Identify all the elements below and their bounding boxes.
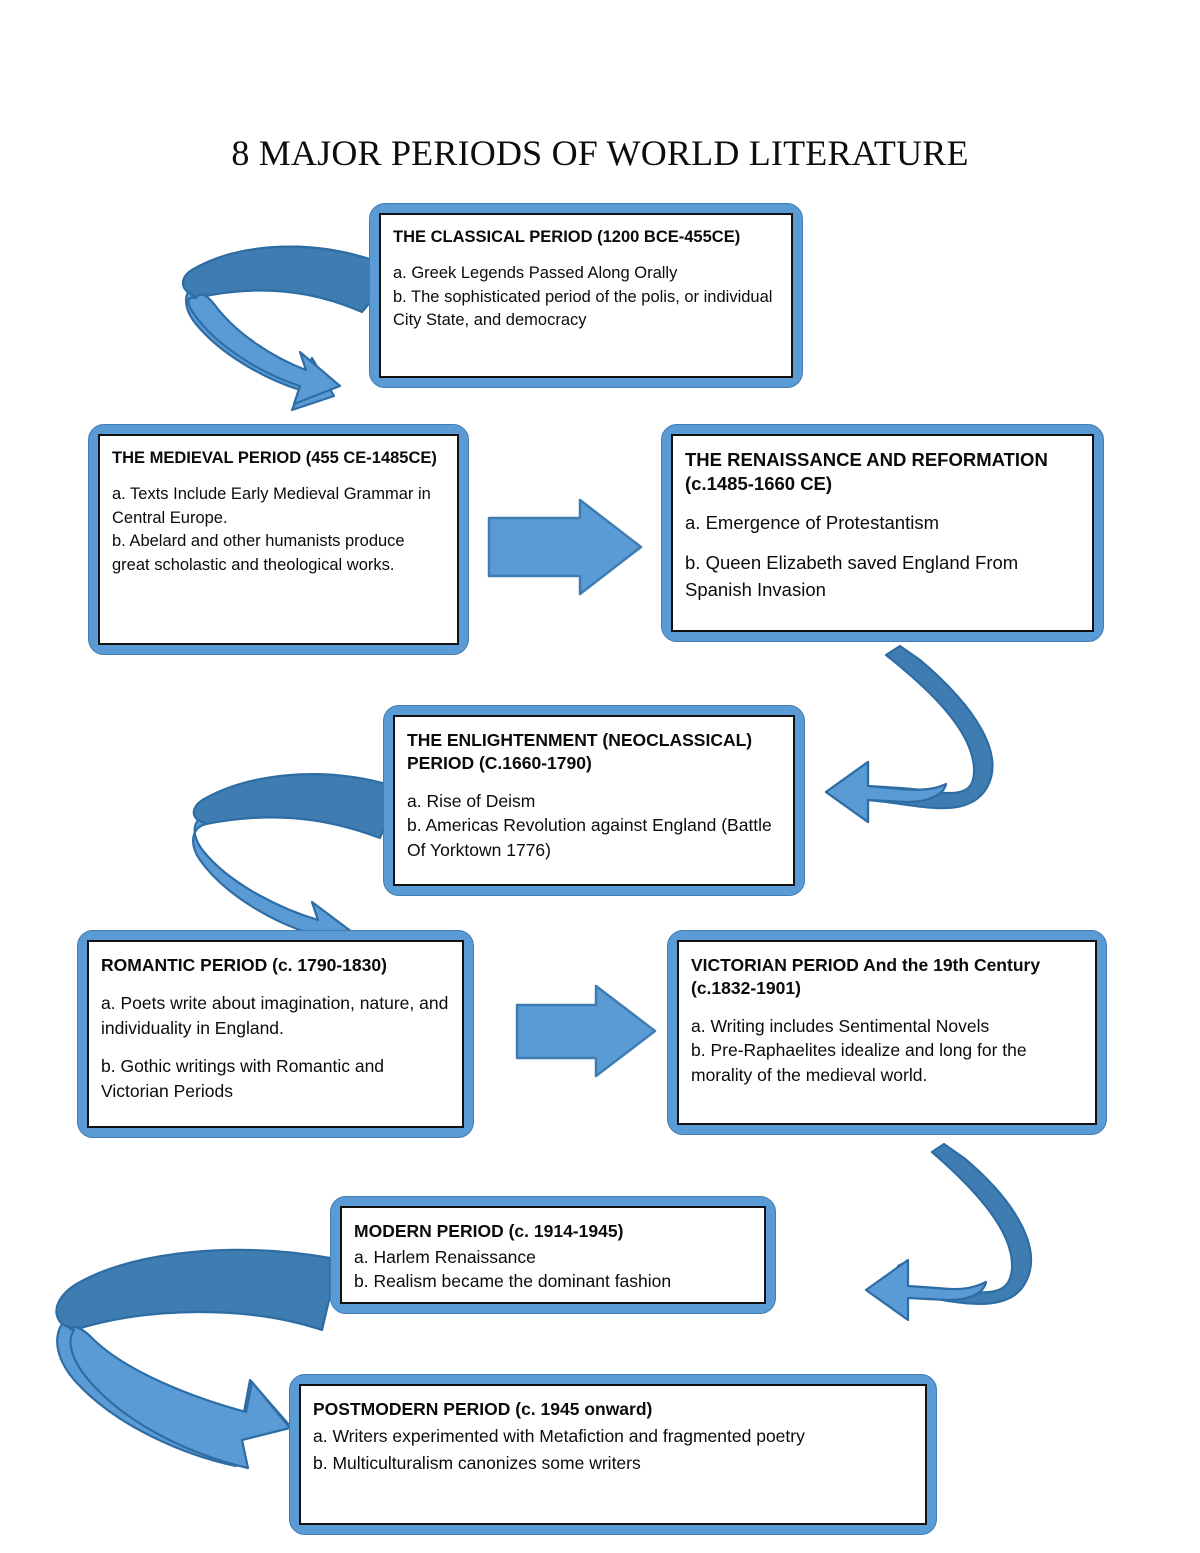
node-item: a. Rise of Deism xyxy=(407,790,536,811)
node-panel: ROMANTIC PERIOD (c. 1790-1830) a. Poets … xyxy=(87,940,464,1128)
node-panel: VICTORIAN PERIOD And the 19th Century (c… xyxy=(677,940,1097,1125)
node-panel: THE CLASSICAL PERIOD (1200 BCE-455CE) a.… xyxy=(379,213,793,378)
node-renaissance-reformation[interactable]: THE RENAISSANCE AND REFORMATION (c.1485-… xyxy=(661,424,1104,642)
node-item: a. Texts Include Early Medieval Grammar … xyxy=(112,485,431,527)
node-heading: THE MEDIEVAL PERIOD (455 CE-1485CE) xyxy=(112,449,437,467)
node-item: b. Multiculturalism canonizes some write… xyxy=(313,1452,641,1473)
arrow-victorian-to-modern xyxy=(864,1142,1032,1322)
node-body: a. Poets write about imagination, nature… xyxy=(101,991,450,1104)
node-item: a. Emergence of Protestantism xyxy=(685,512,939,534)
node-body: a. Harlem Renaissance b. Realism became … xyxy=(354,1245,752,1294)
node-heading: THE RENAISSANCE AND REFORMATION (c.1485-… xyxy=(685,449,1048,495)
node-item: b. Abelard and other humanists produce g… xyxy=(112,532,405,574)
node-classical-period[interactable]: THE CLASSICAL PERIOD (1200 BCE-455CE) a.… xyxy=(369,203,803,388)
arrow-medieval-to-renaissance xyxy=(487,498,643,596)
node-item: b. Gothic writings with Romantic and Vic… xyxy=(101,1056,385,1102)
node-item: b. The sophisticated period of the polis… xyxy=(393,287,773,330)
node-panel: THE RENAISSANCE AND REFORMATION (c.1485-… xyxy=(671,434,1094,632)
node-item: b. Americas Revolution against England (… xyxy=(407,815,772,861)
node-body: a. Writers experimented with Metafiction… xyxy=(313,1423,913,1477)
node-panel: THE ENLIGHTENMENT (NEOCLASSICAL) PERIOD … xyxy=(393,715,795,886)
node-panel: POSTMODERN PERIOD (c. 1945 onward) a. Wr… xyxy=(299,1384,927,1525)
node-body: a. Greek Legends Passed Along Orally b. … xyxy=(393,262,779,332)
node-item: b. Realism became the dominant fashion xyxy=(354,1271,672,1292)
arrow-romantic-to-victorian xyxy=(515,984,657,1078)
node-item: a. Harlem Renaissance xyxy=(354,1246,536,1267)
node-heading: ROMANTIC PERIOD (c. 1790-1830) xyxy=(101,955,387,975)
node-item: b. Pre-Raphaelites idealize and long for… xyxy=(691,1040,1027,1086)
node-medieval-period[interactable]: THE MEDIEVAL PERIOD (455 CE-1485CE) a. T… xyxy=(88,424,469,655)
node-item: a. Writing includes Sentimental Novels xyxy=(691,1015,990,1036)
node-panel: MODERN PERIOD (c. 1914-1945) a. Harlem R… xyxy=(340,1206,766,1304)
node-body: a. Emergence of Protestantism b. Queen E… xyxy=(685,510,1080,603)
node-item: a. Poets write about imagination, nature… xyxy=(101,992,449,1038)
node-heading: POSTMODERN PERIOD (c. 1945 onward) xyxy=(313,1399,653,1419)
node-modern-period[interactable]: MODERN PERIOD (c. 1914-1945) a. Harlem R… xyxy=(330,1196,776,1314)
node-heading: THE ENLIGHTENMENT (NEOCLASSICAL) PERIOD … xyxy=(407,730,753,773)
node-body: a. Texts Include Early Medieval Grammar … xyxy=(112,483,445,577)
node-item: a. Greek Legends Passed Along Orally xyxy=(393,264,678,283)
node-item: b. Queen Elizabeth saved England From Sp… xyxy=(685,552,1019,600)
arrow-renaissance-to-enlightenment xyxy=(824,644,994,824)
arrow-enlightenment-to-romantic xyxy=(192,773,390,954)
arrow-classical-to-medieval xyxy=(182,245,382,412)
node-body: a. Writing includes Sentimental Novels b… xyxy=(691,1014,1083,1089)
node-heading: MODERN PERIOD (c. 1914-1945) xyxy=(354,1221,624,1241)
node-heading: THE CLASSICAL PERIOD (1200 BCE-455CE) xyxy=(393,228,741,246)
node-item: a. Writers experimented with Metafiction… xyxy=(313,1425,805,1446)
page-title: 8 MAJOR PERIODS OF WORLD LITERATURE xyxy=(231,133,969,173)
node-victorian-period[interactable]: VICTORIAN PERIOD And the 19th Century (c… xyxy=(667,930,1107,1135)
node-heading: VICTORIAN PERIOD And the 19th Century (c… xyxy=(691,955,1041,998)
node-enlightenment-period[interactable]: THE ENLIGHTENMENT (NEOCLASSICAL) PERIOD … xyxy=(383,705,805,896)
node-panel: THE MEDIEVAL PERIOD (455 CE-1485CE) a. T… xyxy=(98,434,459,645)
node-romantic-period[interactable]: ROMANTIC PERIOD (c. 1790-1830) a. Poets … xyxy=(77,930,474,1138)
node-body: a. Rise of Deism b. Americas Revolution … xyxy=(407,789,781,864)
node-postmodern-period[interactable]: POSTMODERN PERIOD (c. 1945 onward) a. Wr… xyxy=(289,1374,937,1535)
